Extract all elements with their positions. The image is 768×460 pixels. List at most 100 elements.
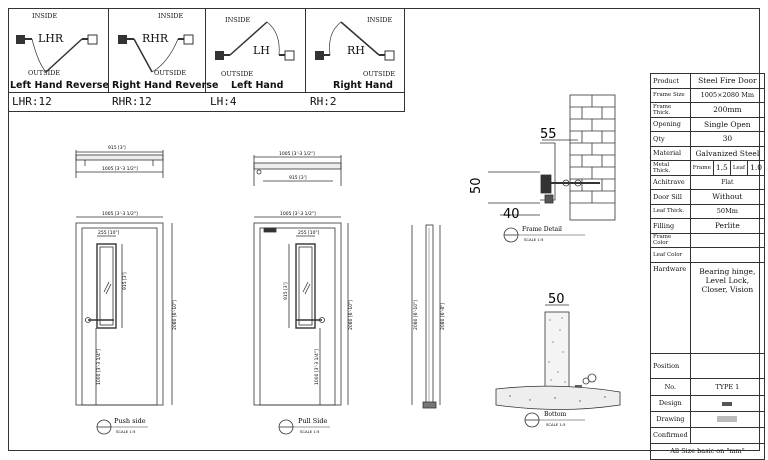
frame-dim-bottom: 40 [503, 207, 520, 222]
push-plan-dim-2: 1005 [3'-3 1/2"] [102, 166, 138, 172]
spec-key: Achitrave [650, 174, 691, 190]
lhr-swing-diagram [16, 34, 98, 73]
spec-row-metal-thick: Metal Thick. Frame 1.5 Leaf 1.0 [650, 160, 765, 176]
push-height-dim: 2080 [6'-10"] [172, 300, 178, 330]
spec-key: No. [650, 377, 691, 396]
frame-dim-top: 55 [540, 127, 557, 142]
side-dim-a: 2080 [6'-10"] [413, 300, 419, 330]
spec-key: Material [650, 145, 691, 161]
spec-key: Design [650, 394, 691, 412]
count-lhr: LHR:12 [12, 95, 52, 108]
spec-key: Leaf Color [650, 247, 691, 263]
pull-view-scale: SCALE 1:5 [300, 429, 320, 434]
spec-key: Opening [650, 116, 691, 132]
spec-key: Position [650, 352, 691, 379]
hand-code: LH [253, 44, 270, 57]
outside-label: OUTSIDE [221, 70, 254, 78]
spec-value: Without [689, 189, 766, 205]
hand-code: LHR [38, 32, 64, 45]
frame-detail [488, 94, 616, 221]
spec-value: TYPE 1 [689, 377, 766, 396]
inside-label: INSIDE [367, 16, 393, 24]
spec-key: Confirmed [650, 426, 691, 444]
push-view-title: Push side [114, 417, 146, 425]
hand-label: Left Hand Reverse [10, 80, 109, 91]
spec-value: 50Mm [689, 203, 766, 219]
spec-row-footer: All Size basic on "mm" [650, 442, 765, 460]
spec-row-no: No.TYPE 1 [650, 377, 766, 396]
push-elevation [75, 216, 173, 406]
lh-swing-diagram [215, 21, 295, 61]
drawing-area: 915 [3'] 1005 [3'-3 1/2"] 1005 [3'-3 1/2… [75, 94, 621, 435]
hand-cell-lhr: INSIDE OUTSIDE LHR Left Hand Reverse [8, 8, 109, 92]
spec-value: Galvanized Steel [689, 145, 766, 161]
spec-value: 1.5 [712, 160, 731, 176]
pull-view-title: Pull Side [298, 417, 327, 425]
push-glass-h: 915 [3'] [122, 272, 128, 290]
hand-code: RH [347, 44, 365, 57]
pull-plan-dim-1: 1005 [3'-3 1/2"] [279, 151, 315, 157]
push-glass-w: 255 [10"] [98, 230, 120, 236]
spec-key: Frame Thick. [650, 102, 691, 118]
side-section [411, 224, 441, 409]
hand-label: Left Hand [231, 80, 284, 91]
frame-detail-scale: SCALE 1:5 [524, 237, 544, 242]
spec-subkey: Frame [689, 160, 714, 176]
bottom-detail [495, 304, 621, 410]
spec-key: Hardware [650, 261, 691, 354]
rh-swing-diagram [315, 21, 395, 61]
spec-row-frame-thick: Frame Thick.200mm [650, 102, 766, 118]
push-plan-view [75, 150, 164, 178]
spec-key: Metal Thick. [650, 160, 691, 176]
spec-row-drawing: Drawing [650, 410, 766, 428]
spec-row-confirmed: Confirmed [650, 426, 766, 444]
push-view-scale: SCALE 1:5 [116, 429, 136, 434]
spec-value: Flat [689, 174, 766, 190]
spec-value: Perlite [689, 218, 766, 234]
frame-dim-side: 50 [469, 177, 484, 194]
spec-key: Product [650, 73, 691, 89]
hand-label: Right Hand [333, 80, 393, 91]
pull-plan-dim-2: 915 [3'] [289, 175, 307, 181]
drawing-signature [717, 415, 738, 422]
spec-footer: All Size basic on "mm" [650, 442, 765, 460]
inside-label: INSIDE [225, 16, 251, 24]
bottom-fill-dots [509, 317, 606, 402]
inside-label: INSIDE [32, 12, 58, 20]
hand-cell-lh: INSIDE OUTSIDE LH Left Hand [205, 8, 306, 92]
push-handle-h: 1000 [3'-3 1/4"] [96, 349, 102, 385]
outside-label: OUTSIDE [28, 69, 61, 77]
count-rh: RH:2 [310, 95, 337, 108]
spec-value: Single Open [689, 116, 766, 132]
spec-value: 1005×2080 Mm [689, 87, 766, 103]
spec-key: Qty [650, 131, 691, 147]
handing-legend [8, 8, 405, 112]
outside-label: OUTSIDE [154, 69, 187, 77]
spec-value [689, 247, 766, 263]
outside-label: OUTSIDE [363, 70, 396, 78]
hand-cell-rh: INSIDE OUTSIDE RH Right Hand [305, 8, 405, 92]
spec-row-frame-color: Frame Color [650, 232, 766, 248]
hand-code: RHR [142, 32, 169, 45]
spec-row-leaf-thick: Leaf Thick.50Mm [650, 203, 766, 219]
pull-width-dim: 1005 [3'-3 1/2"] [280, 211, 316, 217]
design-signature [722, 401, 733, 406]
pull-plan-view [253, 155, 342, 186]
bottom-detail-scale: SCALE 1:5 [546, 422, 566, 427]
side-dim-b: 2080 [6'-8"] [440, 303, 446, 330]
bottom-dim-top: 50 [548, 292, 565, 307]
handing-divider [8, 92, 405, 93]
spec-key: Filling [650, 218, 691, 234]
inside-label: INSIDE [158, 12, 184, 20]
hand-label: Right Hand Reverse [112, 80, 219, 91]
hand-cell-rhr: INSIDE OUTSIDE RHR Right Hand Reverse [108, 8, 218, 92]
spec-key: Drawing [650, 410, 691, 428]
rhr-swing-diagram [118, 34, 194, 73]
